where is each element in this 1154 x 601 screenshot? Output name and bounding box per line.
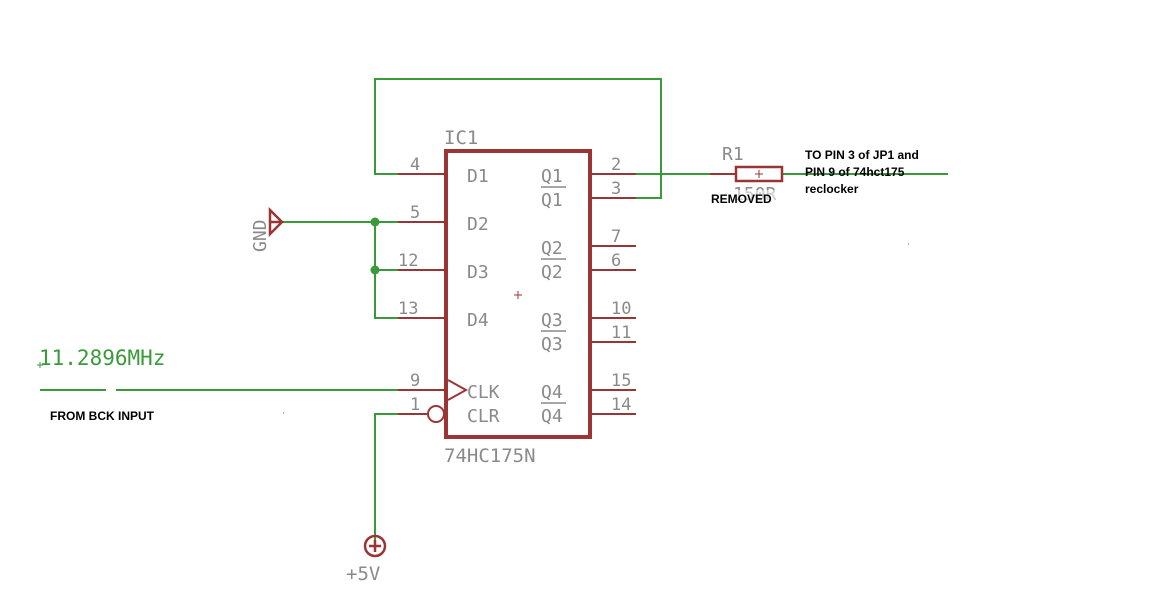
junction-dot [370, 217, 380, 227]
pin-number-q1-bar: 3 [611, 179, 621, 199]
pin-number-q2: 7 [611, 227, 621, 247]
pin-label-q3-bar: Q3 [541, 334, 563, 355]
pin-number-d3: 12 [398, 251, 418, 271]
output-note-line2: PIN 9 of 74hct175 [805, 165, 905, 179]
resistor-name: R1 [722, 144, 744, 165]
pin-number-d4: 13 [398, 299, 418, 319]
net-origin-mark [37, 362, 43, 368]
pin-label-clk: CLK [467, 382, 500, 403]
gnd-symbol [268, 206, 284, 238]
resistor-value-cover [708, 190, 778, 204]
feedback-wire [374, 78, 662, 199]
wires [40, 78, 948, 540]
clock-triangle [447, 379, 469, 401]
pin-label-clr: CLR [467, 406, 500, 427]
pin-label-q2-bar: Q2 [541, 262, 563, 283]
clr-wire [374, 413, 398, 540]
pin-label-q2: Q2 [541, 238, 563, 259]
pin-number-q4: 15 [611, 371, 631, 391]
gnd-vertical-wire [374, 222, 398, 319]
stray-speck [908, 243, 909, 245]
resistor-note: REMOVED [711, 192, 772, 206]
ic-name: IC1 [444, 127, 478, 149]
pin-label-q4-bar: Q4 [541, 406, 563, 427]
supply-symbol [363, 534, 387, 558]
pin-label-q1-bar: Q1 [541, 190, 563, 211]
pin-number-clk: 9 [410, 371, 420, 391]
clock-net-label: 11.2896MHz [39, 346, 165, 370]
pin-number-q2-bar: 6 [611, 251, 621, 271]
ic-body [398, 149, 636, 439]
clock-source-note: FROM BCK INPUT [50, 409, 155, 423]
output-note-line3: reclocker [805, 182, 859, 196]
inversion-overbars [541, 186, 566, 404]
stray-speck [283, 412, 284, 414]
clr-inversion-bubble [427, 405, 445, 423]
pin-number-d2: 5 [410, 203, 420, 223]
pin-number-clr: 1 [410, 395, 420, 415]
junction-dot [370, 265, 380, 275]
pin-number-d1: 4 [410, 155, 420, 175]
pin-number-q3-bar: 11 [611, 323, 631, 343]
pin-number-q3: 10 [611, 299, 631, 319]
output-note-line1: TO PIN 3 of JP1 and [805, 148, 919, 162]
pin-label-d3: D3 [467, 262, 489, 283]
pin-number-q4-bar: 14 [611, 395, 631, 415]
pin-number-q1: 2 [611, 155, 621, 175]
ic-outline [444, 149, 592, 439]
ic-value: 74HC175N [444, 445, 536, 467]
pin-label-q4: Q4 [541, 382, 563, 403]
pin-label-q1: Q1 [541, 166, 563, 187]
gnd-label: GND [250, 219, 271, 252]
supply-label: +5V [346, 563, 380, 585]
pin-label-d4: D4 [467, 310, 489, 331]
pin-label-q3: Q3 [541, 310, 563, 331]
ic-origin-mark [514, 291, 522, 299]
pin-label-d1: D1 [467, 166, 489, 187]
pin-label-d2: D2 [467, 214, 489, 235]
resistor-r1 [710, 165, 784, 183]
